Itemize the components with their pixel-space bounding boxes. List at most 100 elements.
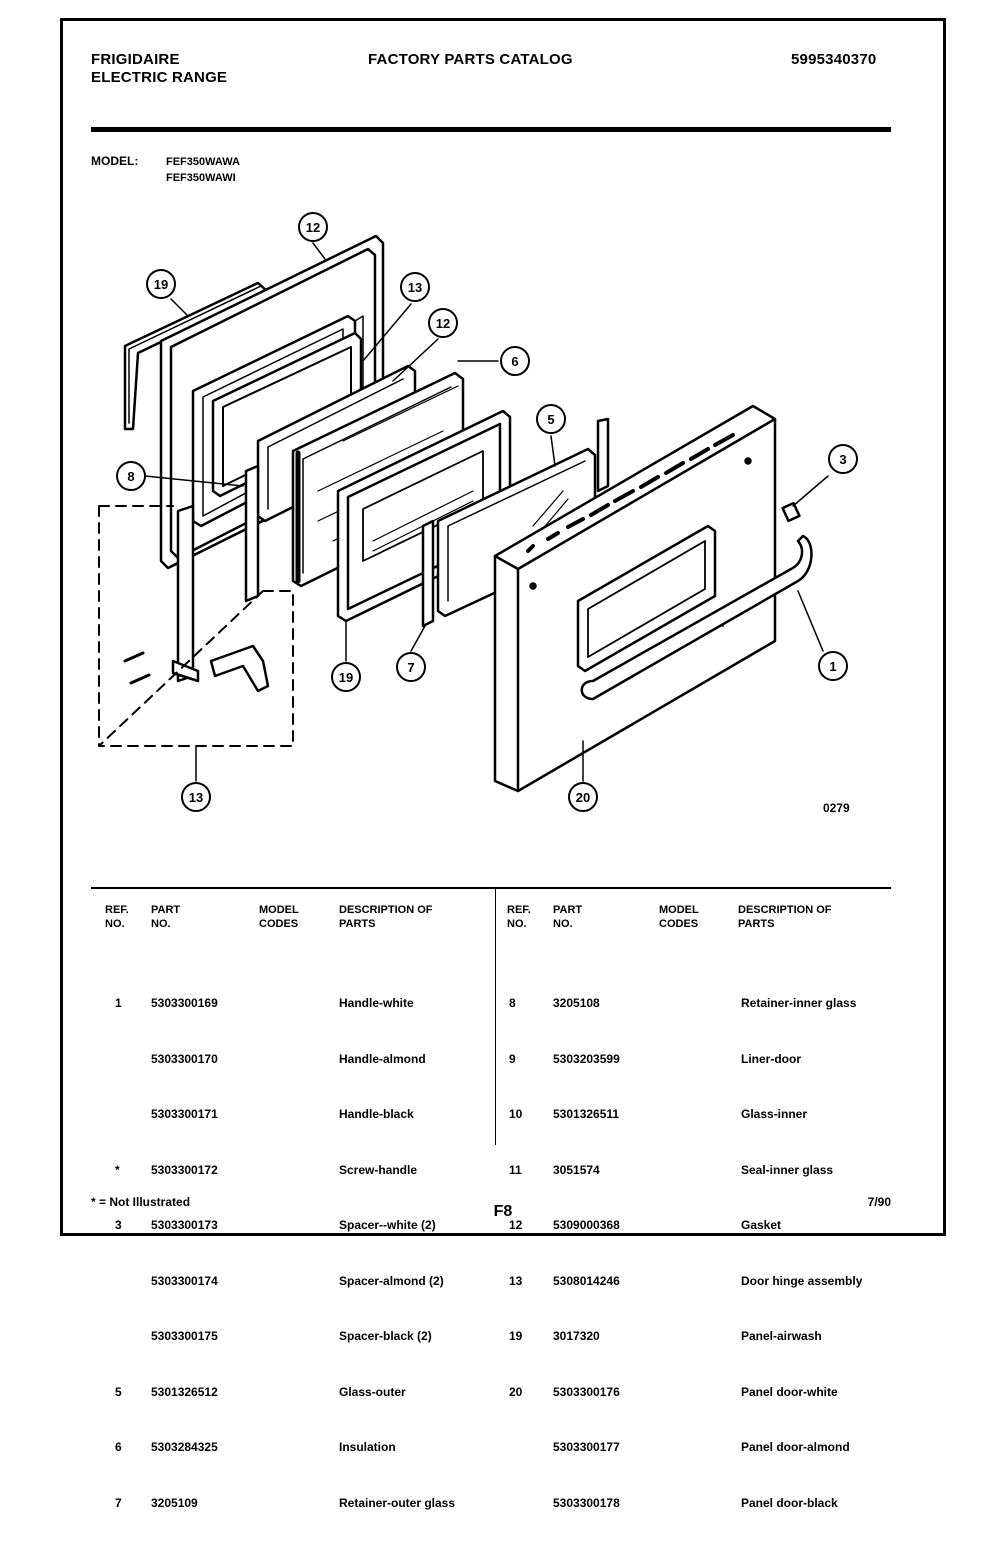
table-cell-description: Handle-white xyxy=(339,996,414,1010)
brand-name: FRIGIDAIRE xyxy=(91,51,180,68)
table-cell-part: 5303300177 xyxy=(553,1440,620,1454)
header-description-right: DESCRIPTION OF PARTS xyxy=(738,904,832,930)
table-cell-part: 3051574 xyxy=(553,1162,600,1177)
left-ref-column: 1 * 3 5 6 7 xyxy=(115,957,128,1549)
table-cell-description: Spacer-almond (2) xyxy=(339,1273,444,1288)
table-cell-ref: * xyxy=(115,1162,120,1177)
callout-label: 6 xyxy=(511,354,518,369)
callout-label: 7 xyxy=(407,660,414,675)
catalog-title: FACTORY PARTS CATALOG xyxy=(368,51,573,68)
table-cell-description: Liner-door xyxy=(741,1051,801,1066)
table-cell-description: Glass-inner xyxy=(741,1107,808,1121)
table-cell-ref xyxy=(509,1438,522,1457)
table-top-rule xyxy=(91,887,891,889)
drawing-code: 0279 xyxy=(823,801,850,815)
table-cell-part: 3205109 xyxy=(151,1495,198,1510)
panel-door-part xyxy=(493,404,777,793)
model-value: FEF350WAWI xyxy=(166,172,236,184)
table-cell-ref: 20 xyxy=(509,1384,523,1399)
table-cell-part: 5301326512 xyxy=(151,1384,218,1399)
outer-glass-part xyxy=(421,417,610,628)
table-cell-description: Screw-handle xyxy=(339,1162,418,1177)
callout-label: 13 xyxy=(189,790,203,805)
revision-date: 7/90 xyxy=(867,1195,891,1209)
model-value: FEF350WAWA xyxy=(166,156,240,168)
door-hinge-assembly-box xyxy=(98,505,294,747)
callout-label: 5 xyxy=(547,412,554,427)
callout-label: 19 xyxy=(154,277,168,292)
product-name: ELECTRIC RANGE xyxy=(91,69,228,86)
table-cell-part: 5303284325 xyxy=(151,1440,218,1454)
table-cell-ref: 8 xyxy=(509,996,516,1010)
table-cell-part: 5301326511 xyxy=(553,1107,620,1121)
header-model-codes-right: MODEL CODES xyxy=(659,904,699,930)
table-cell-ref: 5 xyxy=(115,1384,122,1399)
table-cell-description: Panel-airwash xyxy=(741,1329,822,1343)
table-cell-description: Seal-inner glass xyxy=(741,1162,834,1177)
catalog-page: FRIGIDAIRE ELECTRIC RANGE FACTORY PARTS … xyxy=(60,18,946,1510)
table-cell-description: Spacer--white (2) xyxy=(339,1218,436,1232)
table-cell-part: 3205108 xyxy=(553,996,600,1010)
right-ref-column: 8 9 10 11 12 13 19 20 xyxy=(509,957,522,1549)
left-part-column: 5303300169 5303300170 5303300171 5303300… xyxy=(151,957,218,1549)
table-cell-part: 5303300169 xyxy=(151,996,218,1010)
table-cell-description: Spacer-black (2) xyxy=(339,1329,432,1343)
callout-label: 13 xyxy=(408,280,422,295)
table-cell-part: 5303300178 xyxy=(553,1495,620,1510)
table-cell-part: 5303300171 xyxy=(151,1107,218,1121)
table-cell-description: Panel door-almond xyxy=(741,1440,850,1454)
table-cell-description: Handle-almond xyxy=(339,1051,426,1066)
table-cell-part: 5308014246 xyxy=(553,1273,620,1288)
table-cell-description: Retainer-inner glass xyxy=(741,996,857,1010)
header-part-right: PART NO. xyxy=(553,904,583,930)
right-description-column: Retainer-inner glass Liner-door Glass-in… xyxy=(741,957,862,1549)
table-cell-ref xyxy=(115,1272,128,1291)
table-cell-ref: 3 xyxy=(115,1218,122,1232)
table-cell-description: Handle-black xyxy=(339,1107,414,1121)
table-cell-description: Glass-outer xyxy=(339,1384,406,1399)
header-model-codes-left: MODEL CODES xyxy=(259,904,299,930)
inner-retainer-part xyxy=(171,464,260,683)
header-brand-block: FRIGIDAIRE ELECTRIC RANGE xyxy=(91,51,227,87)
callout-circles xyxy=(116,212,858,812)
table-cell-description: Retainer-outer glass xyxy=(339,1495,456,1510)
table-cell-ref xyxy=(115,1050,128,1069)
table-cell-ref: 11 xyxy=(509,1162,522,1177)
table-cell-part: 5303300170 xyxy=(151,1051,218,1066)
handle-part xyxy=(580,501,813,701)
table-cell-description: Gasket xyxy=(741,1218,782,1232)
table-cell-ref: 9 xyxy=(509,1051,516,1066)
header-rule xyxy=(91,127,891,132)
table-cell-description: Door hinge assembly xyxy=(741,1273,863,1288)
table-cell-ref: 10 xyxy=(509,1107,523,1121)
table-cell-ref: 6 xyxy=(115,1440,122,1454)
table-cell-part: 5309000368 xyxy=(553,1218,620,1232)
table-cell-description: Panel door-black xyxy=(741,1495,838,1510)
table-cell-description: Insulation xyxy=(339,1440,396,1454)
table-cell-part: 5303300175 xyxy=(151,1329,218,1343)
callout-label: 19 xyxy=(339,670,353,685)
callout-label: 8 xyxy=(127,469,134,484)
header-ref-right: REF. NO. xyxy=(507,904,531,930)
page-number: F8 xyxy=(493,1203,513,1220)
table-cell-ref: 1 xyxy=(115,996,122,1010)
exploded-door-diagram: 12 19 13 12 6 5 3 1 7 19 20 8 13 xyxy=(98,212,858,812)
callout-label: 3 xyxy=(839,452,846,467)
header-ref-left: REF. NO. xyxy=(105,904,129,930)
table-cell-part: 5303300172 xyxy=(151,1162,218,1177)
model-values: FEF350WAWA FEF350WAWI xyxy=(166,154,240,186)
header-description-left: DESCRIPTION OF PARTS xyxy=(339,904,433,930)
catalog-number: 5995340370 xyxy=(791,51,877,68)
table-cell-part: 3017320 xyxy=(553,1329,600,1343)
header-part-left: PART NO. xyxy=(151,904,181,930)
table-cell-part: 5303300173 xyxy=(151,1218,218,1232)
table-cell-ref xyxy=(115,1105,128,1124)
callout-label: 1 xyxy=(829,659,836,674)
table-cell-ref: 13 xyxy=(509,1273,523,1288)
footnote: * = Not Illustrated xyxy=(91,1195,191,1209)
model-label: MODEL: xyxy=(91,154,139,168)
table-cell-ref xyxy=(509,1494,522,1513)
table-divider xyxy=(495,889,496,1145)
table-cell-part: 5303300174 xyxy=(151,1273,218,1288)
callout-label: 20 xyxy=(576,790,590,805)
